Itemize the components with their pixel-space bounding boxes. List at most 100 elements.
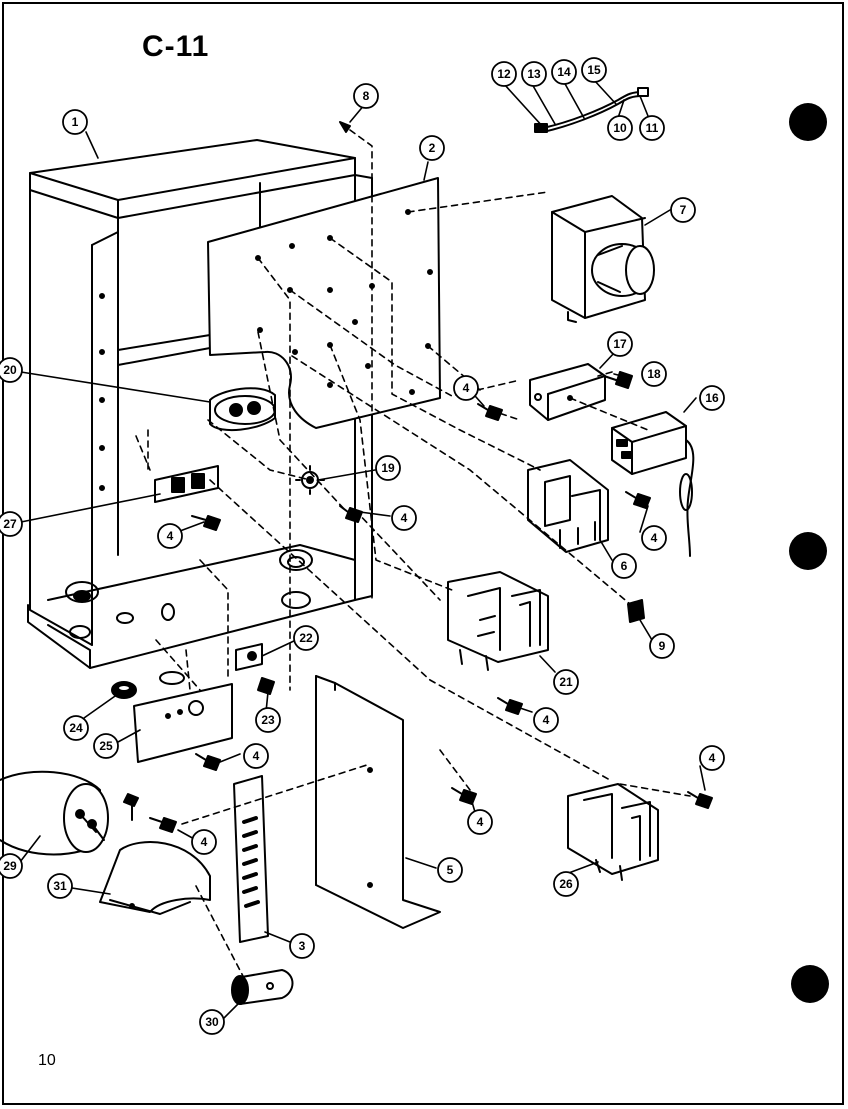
callout-30: 30 [199, 1009, 225, 1035]
assembly-dashed-lines [135, 129, 691, 979]
callout-8: 8 [353, 83, 379, 109]
svg-text:24: 24 [69, 721, 83, 735]
callout-13: 13 [521, 61, 547, 87]
callout-11: 11 [639, 115, 665, 141]
capacitor-29-part [0, 770, 109, 856]
callout-15: 15 [581, 57, 607, 83]
callout-5: 5 [437, 857, 463, 883]
thermostat-part [611, 411, 695, 557]
svg-text:6: 6 [621, 559, 628, 573]
callout-27: 27 [0, 511, 23, 537]
callout-18: 18 [641, 361, 667, 387]
svg-text:12: 12 [497, 67, 511, 81]
callout-7: 7 [670, 197, 696, 223]
svg-text:25: 25 [99, 739, 113, 753]
svg-text:19: 19 [381, 461, 395, 475]
contactor-26-part [567, 783, 659, 881]
callout-6: 6 [611, 553, 637, 579]
wire-harness-part [534, 87, 649, 133]
contactor-part [447, 571, 549, 671]
terminal-block-part [154, 465, 219, 503]
page-number: 10 [38, 1052, 56, 1069]
callout-12: 12 [491, 61, 517, 87]
svg-text:1: 1 [72, 115, 79, 129]
callout-26: 26 [553, 871, 579, 897]
svg-text:31: 31 [53, 879, 67, 893]
screws [123, 121, 713, 833]
run-capacitor-part [209, 387, 276, 431]
cover-plate-part [133, 683, 233, 763]
callout-4b: 4 [391, 505, 417, 531]
bracket-part [529, 363, 606, 421]
diagram-title: C-11 [142, 30, 210, 63]
callout-25: 25 [93, 733, 119, 759]
svg-text:30: 30 [205, 1015, 219, 1029]
svg-text:7: 7 [680, 203, 687, 217]
svg-text:22: 22 [299, 631, 313, 645]
callout-4d: 4 [641, 525, 667, 551]
callout-4a: 4 [453, 375, 479, 401]
callout-16: 16 [699, 385, 725, 411]
svg-text:10: 10 [613, 121, 627, 135]
svg-text:4: 4 [543, 713, 550, 727]
svg-text:20: 20 [3, 363, 17, 377]
svg-text:18: 18 [647, 367, 661, 381]
binder-hole-bottom [791, 965, 829, 1003]
svg-text:4: 4 [651, 531, 658, 545]
svg-text:16: 16 [705, 391, 719, 405]
svg-text:3: 3 [299, 939, 306, 953]
leader-lines [19, 79, 706, 1019]
svg-text:9: 9 [659, 639, 666, 653]
callout-4c: 4 [157, 523, 183, 549]
callout-29: 29 [0, 853, 23, 879]
svg-text:21: 21 [559, 675, 573, 689]
svg-text:4: 4 [477, 815, 484, 829]
callout-4f: 4 [243, 743, 269, 769]
svg-text:4: 4 [463, 381, 470, 395]
capacitor-30-part [231, 969, 294, 1005]
capacitor-strap-part [99, 841, 211, 915]
svg-text:29: 29 [3, 859, 17, 873]
callout-21: 21 [553, 669, 579, 695]
svg-text:4: 4 [253, 749, 260, 763]
control-panel-part [207, 177, 441, 429]
callout-4g: 4 [699, 745, 725, 771]
callout-31: 31 [47, 873, 73, 899]
svg-text:8: 8 [363, 89, 370, 103]
bushing-part [111, 681, 137, 699]
angle-bracket-part [315, 675, 441, 929]
svg-text:5: 5 [447, 863, 454, 877]
callout-20: 20 [0, 357, 23, 383]
svg-text:2: 2 [429, 141, 436, 155]
callout-24: 24 [63, 715, 89, 741]
callout-4e: 4 [533, 707, 559, 733]
callout-17: 17 [607, 331, 633, 357]
callout-1: 1 [62, 109, 88, 135]
binder-hole-middle [789, 532, 827, 570]
svg-text:4: 4 [401, 511, 408, 525]
svg-text:4: 4 [201, 835, 208, 849]
svg-text:11: 11 [646, 121, 659, 135]
svg-text:14: 14 [557, 65, 571, 79]
svg-text:26: 26 [559, 877, 573, 891]
svg-text:15: 15 [587, 63, 601, 77]
callout-19: 19 [375, 455, 401, 481]
callout-9: 9 [649, 633, 675, 659]
svg-text:4: 4 [167, 529, 174, 543]
callout-3: 3 [289, 933, 315, 959]
svg-text:23: 23 [261, 713, 275, 727]
terminal-strip-part [233, 775, 269, 943]
callout-14: 14 [551, 59, 577, 85]
svg-text:13: 13 [527, 67, 541, 81]
callouts: 1 2 3 4 4 4 4 4 4 4 4 4 5 6 7 8 9 10 11 … [0, 57, 725, 1035]
callout-10: 10 [607, 115, 633, 141]
timer-part [551, 195, 655, 323]
svg-text:17: 17 [613, 337, 627, 351]
svg-text:27: 27 [3, 517, 17, 531]
callout-4h: 4 [467, 809, 493, 835]
clip-part [235, 643, 263, 671]
small-switch-part [627, 599, 645, 623]
